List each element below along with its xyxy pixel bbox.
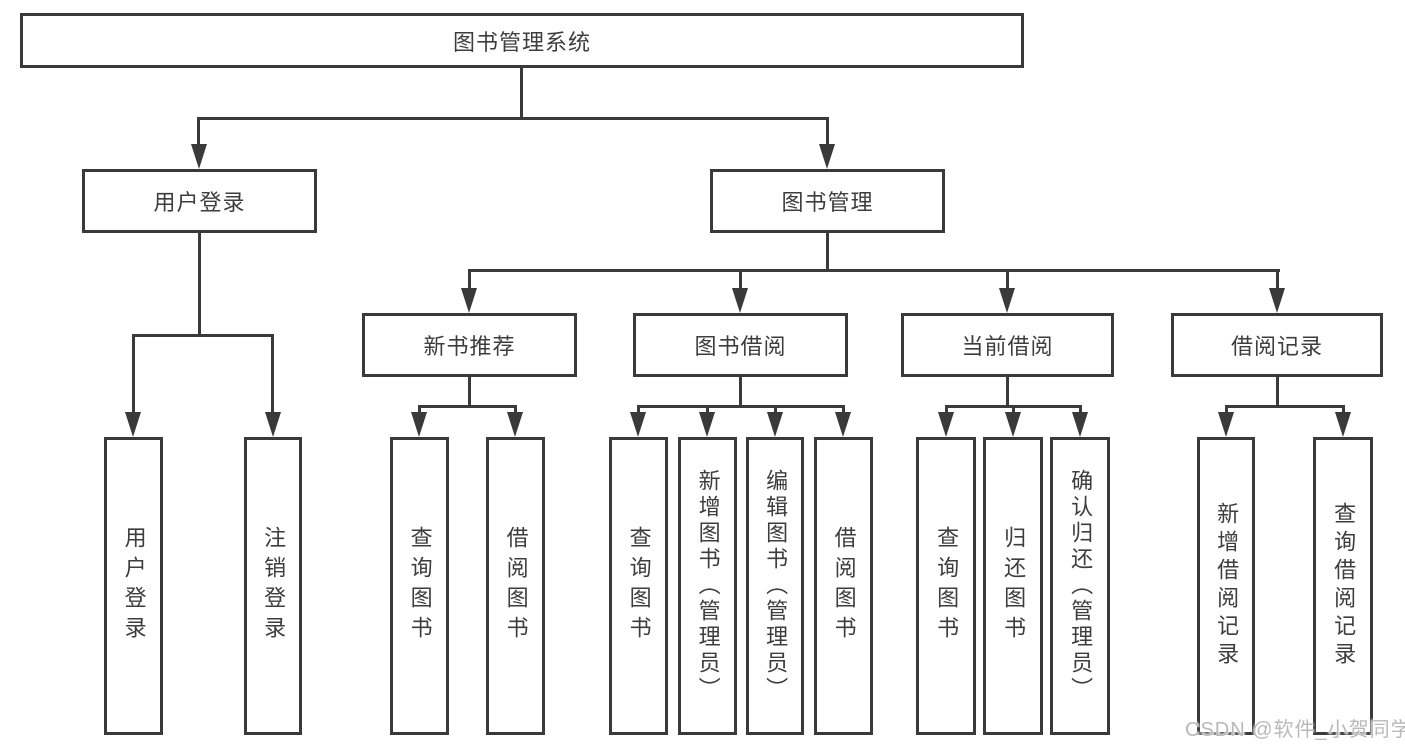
- node-leaf-confirm-return-admin: 确认归还（管理员）: [1050, 437, 1110, 735]
- node-label: 当前借阅: [961, 334, 1054, 359]
- arrowhead-icon: [938, 412, 954, 437]
- arrowhead-icon: [1335, 412, 1351, 437]
- arrowhead-icon: [835, 412, 851, 437]
- arrowhead-icon: [125, 412, 141, 437]
- node-label: 新增图书（管理员）: [695, 469, 721, 703]
- node-label: 查询图书: [934, 526, 960, 646]
- node-label: 新书推荐: [423, 334, 516, 359]
- node-label: 图书借阅: [694, 334, 787, 359]
- arrowhead-icon: [461, 288, 477, 313]
- node-label: 编辑图书（管理员）: [763, 469, 789, 703]
- arrowhead-icon: [819, 144, 835, 169]
- connector-current-borrowing-stem: [1006, 377, 1009, 408]
- node-leaf-query-borrow-record: 查询借阅记录: [1313, 437, 1373, 735]
- connector-to-leaf: [774, 405, 777, 415]
- connector-to-leaf: [637, 405, 640, 415]
- node-label: 用户登录: [121, 526, 147, 646]
- node-book-management: 图书管理: [710, 169, 945, 233]
- node-label: 新增借阅记录: [1214, 502, 1240, 670]
- arrowhead-icon: [1005, 412, 1021, 437]
- connector-to-borrowing-records: [1276, 269, 1279, 291]
- node-label: 借阅图书: [831, 526, 857, 646]
- connector-new-book-recommend-rail: [418, 405, 517, 408]
- node-label: 查询借阅记录: [1331, 502, 1357, 670]
- node-current-borrowing: 当前借阅: [901, 313, 1114, 377]
- arrowhead-icon: [507, 412, 523, 437]
- node-label: 图书管理: [781, 190, 874, 215]
- arrowhead-icon: [630, 412, 646, 437]
- arrowhead-icon: [1072, 412, 1088, 437]
- connector-to-book-borrowing: [739, 269, 742, 291]
- node-leaf-logout: 注销登录: [244, 437, 302, 735]
- node-new-book-recommend: 新书推荐: [362, 313, 577, 377]
- connector-to-leaf: [514, 405, 517, 415]
- node-leaf-add-borrow-record: 新增借阅记录: [1197, 437, 1255, 735]
- node-leaf-add-books-admin: 新增图书（管理员）: [678, 437, 737, 735]
- connector-to-leaf: [1079, 405, 1082, 415]
- arrowhead-icon: [999, 288, 1015, 313]
- connector-to-leaf: [1342, 405, 1345, 415]
- connector-to-user-login: [197, 117, 200, 147]
- node-label: 归还图书: [1001, 526, 1027, 646]
- connector-to-leaf-user-login: [132, 334, 135, 414]
- connector-new-book-recommend-stem: [468, 377, 471, 408]
- node-label: 借阅记录: [1230, 334, 1323, 359]
- node-leaf-query-books-current: 查询图书: [916, 437, 976, 735]
- csdn-watermark: CSDN @软件_小贺同学: [1185, 719, 1405, 741]
- node-book-borrowing: 图书借阅: [633, 313, 848, 377]
- connector-root-stem: [520, 68, 523, 118]
- arrowhead-icon: [411, 412, 427, 437]
- connector-book-management-rail: [468, 269, 1280, 272]
- node-leaf-query-books-borrowing: 查询图书: [609, 437, 668, 735]
- connector-to-leaf: [842, 405, 845, 415]
- connector-to-leaf-logout: [271, 334, 274, 414]
- connector-book-management-stem: [826, 233, 829, 272]
- node-leaf-borrow-books-recommend: 借阅图书: [486, 437, 545, 735]
- connector-book-borrowing-stem: [739, 377, 742, 408]
- node-label: 确认归还（管理员）: [1068, 469, 1094, 703]
- node-leaf-user-login: 用户登录: [104, 437, 163, 735]
- arrowhead-icon: [265, 412, 281, 437]
- node-user-login: 用户登录: [82, 169, 317, 233]
- connector-to-book-management: [826, 117, 829, 147]
- node-leaf-return-books: 归还图书: [983, 437, 1043, 735]
- connector-to-current-borrowing: [1006, 269, 1009, 291]
- node-label: 图书管理系统: [452, 29, 591, 55]
- node-leaf-borrow-books-borrowing: 借阅图书: [814, 437, 873, 735]
- arrowhead-icon: [191, 144, 207, 169]
- connector-user-login-stem: [198, 233, 201, 336]
- connector-user-login-rail: [132, 334, 274, 337]
- arrowhead-icon: [1269, 288, 1285, 313]
- node-leaf-query-books-recommend: 查询图书: [390, 437, 449, 735]
- connector-to-leaf: [418, 405, 421, 415]
- connector-root-rail: [198, 117, 828, 120]
- connector-to-leaf: [945, 405, 948, 415]
- node-leaf-edit-books-admin: 编辑图书（管理员）: [746, 437, 804, 735]
- connector-to-leaf: [1012, 405, 1015, 415]
- arrowhead-icon: [732, 288, 748, 313]
- connector-borrowing-records-stem: [1276, 377, 1279, 408]
- node-label: 查询图书: [407, 526, 433, 646]
- arrowhead-icon: [767, 412, 783, 437]
- connector-to-new-book-recommend: [468, 269, 471, 291]
- node-borrowing-records: 借阅记录: [1171, 313, 1383, 377]
- arrowhead-icon: [1218, 412, 1234, 437]
- node-label: 用户登录: [153, 190, 246, 215]
- connector-to-leaf: [1225, 405, 1228, 415]
- node-library-management-system: 图书管理系统: [20, 13, 1024, 68]
- node-label: 查询图书: [626, 526, 652, 646]
- connector-book-borrowing-rail: [637, 405, 845, 408]
- connector-borrowing-records-rail: [1225, 405, 1345, 408]
- arrowhead-icon: [699, 412, 715, 437]
- node-label: 注销登录: [261, 526, 287, 646]
- node-label: 借阅图书: [503, 526, 529, 646]
- connector-to-leaf: [706, 405, 709, 415]
